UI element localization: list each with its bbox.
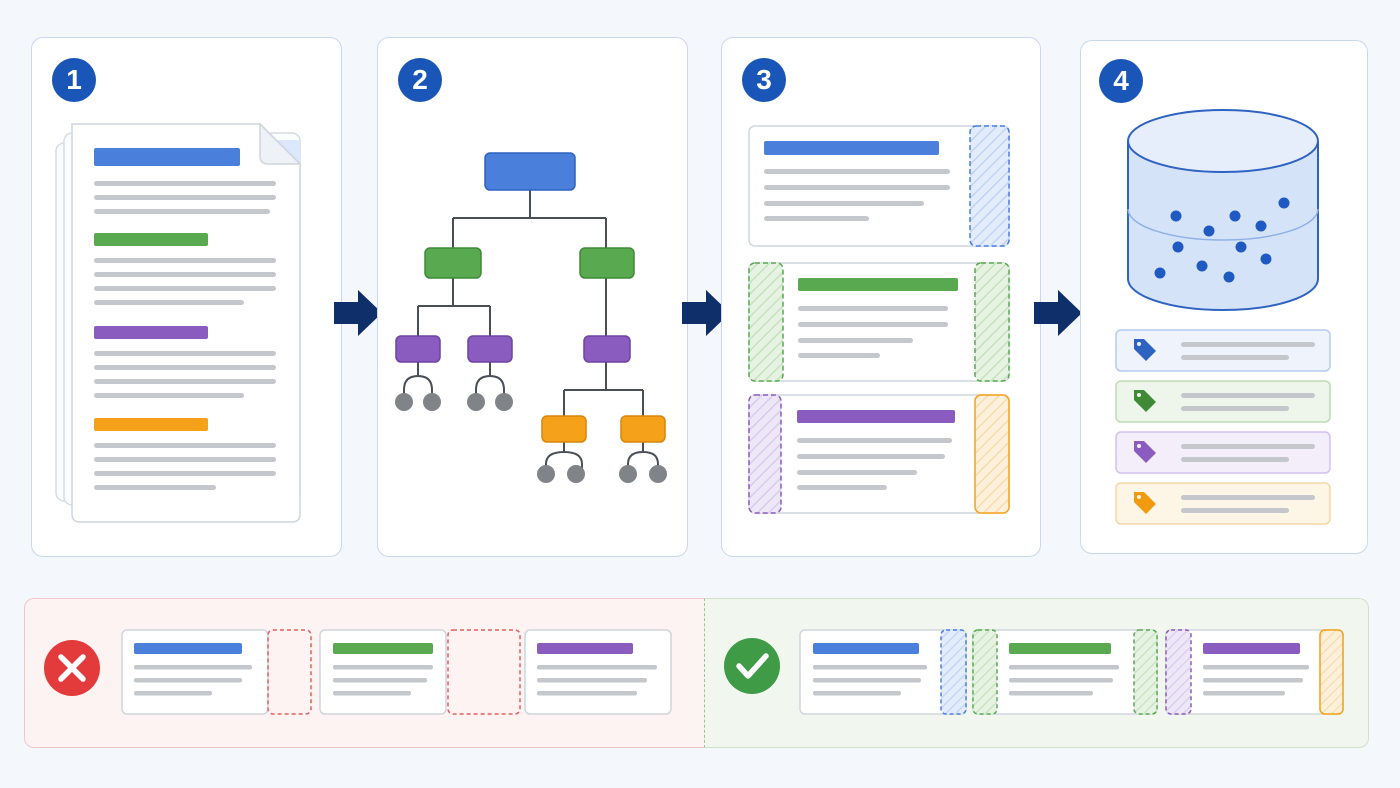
tree-leaf bbox=[467, 393, 485, 411]
doc-heading-purple bbox=[94, 326, 208, 339]
tree-node-purple bbox=[395, 335, 441, 363]
tree-node-orange bbox=[620, 415, 666, 443]
tree-leaf bbox=[619, 465, 637, 483]
step-4-panel: 4 bbox=[1080, 40, 1368, 554]
missing-context-gap bbox=[447, 629, 521, 715]
doc-heading-blue bbox=[94, 148, 240, 166]
tree-leaf bbox=[395, 393, 413, 411]
step-1-panel: 1 bbox=[31, 37, 342, 557]
step-4-badge: 4 bbox=[1099, 59, 1143, 103]
close-icon bbox=[44, 640, 100, 696]
tree-node-green bbox=[579, 247, 635, 279]
step-2-panel: 2 bbox=[377, 37, 688, 557]
arrow-right-icon bbox=[682, 290, 730, 336]
tree-root-node bbox=[484, 152, 576, 191]
hierarchy-tree-diagram bbox=[395, 152, 667, 483]
tree-leaf bbox=[649, 465, 667, 483]
step-1-badge: 1 bbox=[52, 58, 96, 102]
arrow-right-icon bbox=[334, 290, 382, 336]
database-icon bbox=[1127, 109, 1319, 311]
chunk-card-1 bbox=[748, 125, 1010, 247]
tagged-entry-orange bbox=[1115, 482, 1331, 525]
missing-context-gap bbox=[267, 629, 312, 715]
good-chunking-diagram bbox=[724, 629, 1344, 715]
chunk-card-3 bbox=[748, 394, 1010, 514]
tree-leaf bbox=[423, 393, 441, 411]
tagged-entry-blue bbox=[1115, 329, 1331, 372]
tree-node-purple bbox=[467, 335, 513, 363]
tree-leaf bbox=[495, 393, 513, 411]
chunking-comparison bbox=[24, 598, 1369, 748]
tagged-entry-purple bbox=[1115, 431, 1331, 474]
step-3-badge: 3 bbox=[742, 58, 786, 102]
document-stack-icon bbox=[55, 122, 302, 523]
checkmark-icon bbox=[724, 638, 780, 694]
bad-chunking-diagram bbox=[44, 629, 672, 715]
tagged-entries-list bbox=[1115, 329, 1331, 525]
tagged-entry-green bbox=[1115, 380, 1331, 423]
step-2-badge: 2 bbox=[398, 58, 442, 102]
overlapping-chunks-diagram bbox=[748, 125, 1010, 514]
tree-node-purple bbox=[583, 335, 631, 363]
chunk-card-2 bbox=[748, 262, 1010, 382]
doc-heading-green bbox=[94, 233, 208, 246]
tree-leaf bbox=[567, 465, 585, 483]
tree-node-green bbox=[424, 247, 482, 279]
doc-heading-orange bbox=[94, 418, 208, 431]
tree-leaf bbox=[537, 465, 555, 483]
step-3-panel: 3 bbox=[721, 37, 1041, 557]
tree-node-orange bbox=[541, 415, 587, 443]
arrow-right-icon bbox=[1034, 290, 1082, 336]
